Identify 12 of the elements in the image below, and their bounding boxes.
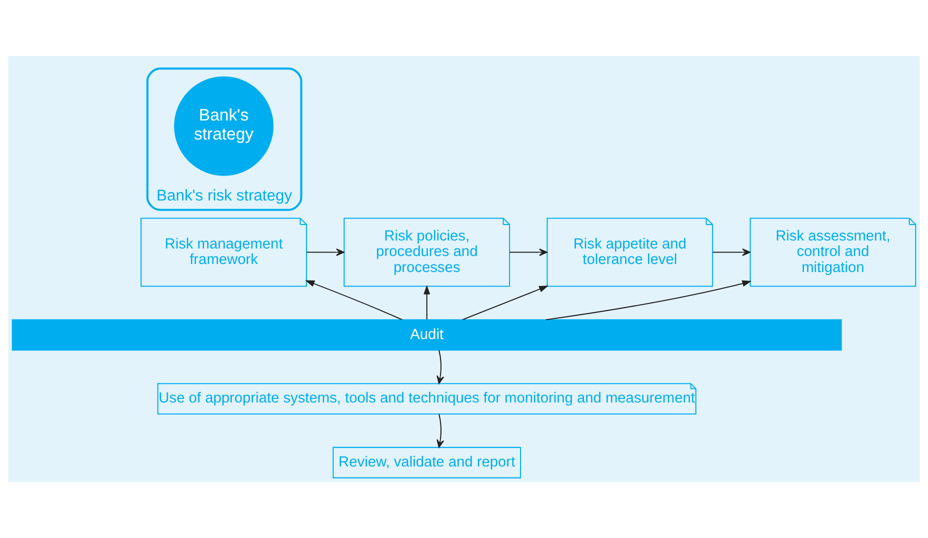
arrow <box>462 286 548 320</box>
arrow <box>305 280 402 320</box>
arrow <box>546 280 752 320</box>
arrow <box>436 414 444 448</box>
arrow <box>712 248 750 256</box>
arrow <box>436 350 444 384</box>
node-circle: Bank's strategy <box>174 76 274 176</box>
arrow <box>306 248 344 256</box>
node-box: Review, validate and report <box>332 446 522 478</box>
node-box: Audit <box>12 319 842 351</box>
arrow <box>510 248 548 256</box>
arrow <box>424 284 430 320</box>
